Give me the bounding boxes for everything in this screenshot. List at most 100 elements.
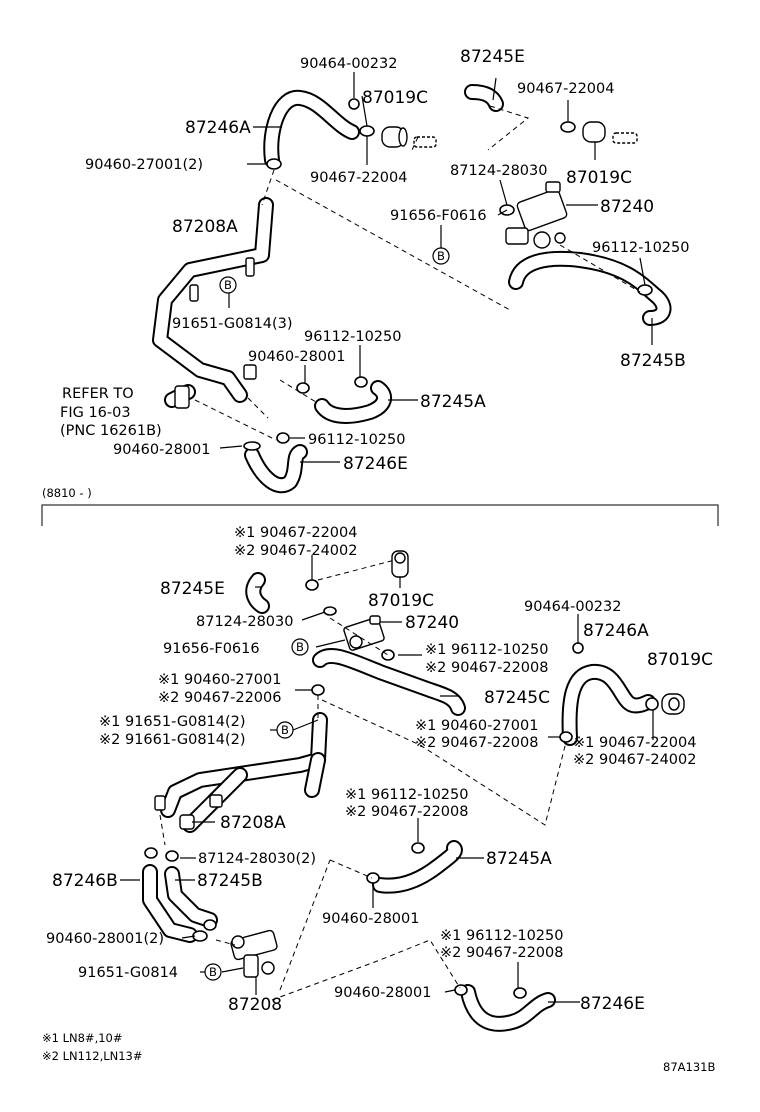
label-87246e-top: 87246E: [343, 454, 408, 474]
callout-b-top-1: B: [219, 276, 237, 294]
label-87240-top: 87240: [600, 197, 654, 217]
label-90464-00232-bottom: 90464-00232: [524, 599, 622, 615]
clip-90460-28001-bottom-b: [454, 984, 468, 996]
label-b1-90467-22004-r: ※1 90467-22004: [573, 735, 696, 751]
label-91651-g0814-top: 91651-G0814(3): [172, 316, 293, 332]
label-b1-91651-g0814: ※1 91651-G0814(2): [99, 714, 246, 730]
label-87245a-top: 87245A: [420, 392, 486, 412]
clip-90460-28001-top-a: [296, 382, 310, 394]
clip-90467-top-b: [560, 121, 576, 133]
callout-b-bottom-1: B: [291, 638, 309, 656]
clip-90467-bottom-right: [645, 697, 659, 711]
label-91651-g0814-bottom: 91651-G0814: [78, 965, 178, 981]
svg-text:B: B: [209, 965, 217, 979]
pipe-87208a-bottom: [154, 712, 328, 833]
hose-87245b-top: [508, 250, 672, 326]
connector-87019c-bottom-b: [661, 693, 685, 715]
clip-96112-bottom-c: [513, 987, 527, 999]
label-87246a-top: 87246A: [185, 118, 251, 138]
leaders-top: [219, 72, 653, 463]
label-b1-90460-27001-r: ※1 90460-27001: [415, 718, 538, 734]
label-87019c-top-b: 87019C: [566, 168, 632, 188]
clip-96112-bottom-a: [381, 649, 395, 661]
svg-text:B: B: [224, 278, 232, 292]
hose-87246a-top: [263, 89, 360, 168]
label-90467-22004-top-b: 90467-22004: [310, 170, 408, 186]
label-87124-28030-2-bottom: 87124-28030(2): [198, 851, 316, 867]
label-87124-28030-top: 87124-28030: [450, 163, 548, 179]
refer-part-top: [164, 384, 196, 409]
label-87208a-bottom: 87208A: [220, 813, 286, 833]
label-87245e-top: 87245E: [460, 47, 525, 67]
dashed-guides-bottom: [159, 559, 567, 1001]
label-b1-90467-22004: ※1 90467-22004: [234, 525, 357, 541]
label-87245a-bottom: 87245A: [486, 849, 552, 869]
clip-90460-28001-top-b: [243, 441, 261, 451]
clip-87124-bottom: [323, 606, 337, 616]
leaders-bottom: [120, 555, 654, 1003]
callout-b-bottom-2: B: [276, 721, 294, 739]
hose-87246b-bottom: [142, 864, 198, 943]
clip-96112-top-b: [354, 376, 368, 388]
label-b1-96112-10250-c: ※1 96112-10250: [440, 928, 563, 944]
hose-87245b-bottom: [164, 866, 218, 928]
range-label: (8810 - ): [42, 486, 92, 500]
label-96112-10250-top-b: 96112-10250: [304, 329, 402, 345]
label-b2-91661-g0814: ※2 91661-G0814(2): [99, 732, 246, 748]
footnote-2: ※2 LN112,LN13#: [42, 1049, 143, 1063]
label-87019c-top-a: 87019C: [362, 88, 428, 108]
label-b1-96112-10250-b: ※1 96112-10250: [345, 787, 468, 803]
clip-90460-27001-bottom: [311, 684, 325, 696]
label-b2-90467-22008-r: ※2 90467-22008: [415, 735, 538, 751]
clip-96112-bottom-b: [411, 842, 425, 854]
label-90460-28001-top-a: 90460-28001: [248, 349, 346, 365]
label-87019c-bottom-b: 87019C: [647, 650, 713, 670]
callout-b-top-2: B: [432, 247, 450, 265]
hose-87245a-top: [314, 380, 393, 424]
clip-90460-28001-bottom: [366, 872, 380, 884]
label-87019c-bottom-a: 87019C: [368, 591, 434, 611]
label-87245c-bottom: 87245C: [484, 688, 550, 708]
label-90460-28001-b-bottom: 90460-28001: [334, 985, 432, 1001]
section-bracket: [41, 504, 719, 526]
label-96112-10250-top-a: 96112-10250: [592, 240, 690, 256]
clip-90460-27001-right: [559, 731, 573, 743]
label-b1-96112-10250-a: ※1 96112-10250: [425, 642, 548, 658]
pipe-87208a-top: [152, 197, 274, 403]
callout-b-bottom-3: B: [204, 963, 222, 981]
hose-87245a-bottom: [372, 840, 463, 894]
connector-87019c-top-a: [381, 126, 437, 148]
refer-line2: FIG 16-03: [60, 405, 131, 421]
clip-87124-bottom-2: [144, 847, 179, 862]
water-valve-87240-top: [505, 181, 568, 249]
label-87246b-bottom: 87246B: [52, 871, 118, 891]
clip-96112-top-a: [637, 284, 653, 296]
connector-87019c-bottom-a: [391, 550, 409, 578]
label-90467-22004-top-a: 90467-22004: [517, 81, 615, 97]
label-b2-90467-22006: ※2 90467-22006: [158, 690, 281, 706]
pipe-87208-bottom: [230, 929, 278, 978]
label-87208-bottom: 87208: [228, 995, 282, 1015]
connector-87019c-top-b: [582, 121, 638, 144]
label-b1-90460-27001: ※1 90460-27001: [158, 672, 281, 688]
label-91656-f0616-bottom: 91656-F0616: [163, 641, 260, 657]
label-87245b-top: 87245B: [620, 351, 686, 371]
hose-87245e-top: [464, 84, 504, 112]
label-87245e-bottom: 87245E: [160, 579, 225, 599]
svg-text:B: B: [281, 723, 289, 737]
label-90464-00232-top: 90464-00232: [300, 56, 398, 72]
clip-90464-bottom: [572, 642, 584, 654]
label-b2-90467-24002-r: ※2 90467-24002: [573, 752, 696, 768]
label-87246a-bottom: 87246A: [583, 621, 649, 641]
hose-87245e-bottom: [245, 572, 270, 614]
label-b2-90467-22008-c: ※2 90467-22008: [440, 945, 563, 961]
label-90460-28001-bottom: 90460-28001: [322, 911, 420, 927]
label-87124-28030-bottom: 87124-28030: [196, 614, 294, 630]
hose-87246e-bottom: [460, 984, 556, 1032]
hose-87246a-bottom: [561, 663, 656, 746]
label-90460-27001-top: 90460-27001(2): [85, 157, 203, 173]
clip-96112-top-c: [276, 432, 290, 444]
clip-90460-27001-top: [266, 158, 282, 170]
label-90460-28001-top-b: 90460-28001: [113, 442, 211, 458]
